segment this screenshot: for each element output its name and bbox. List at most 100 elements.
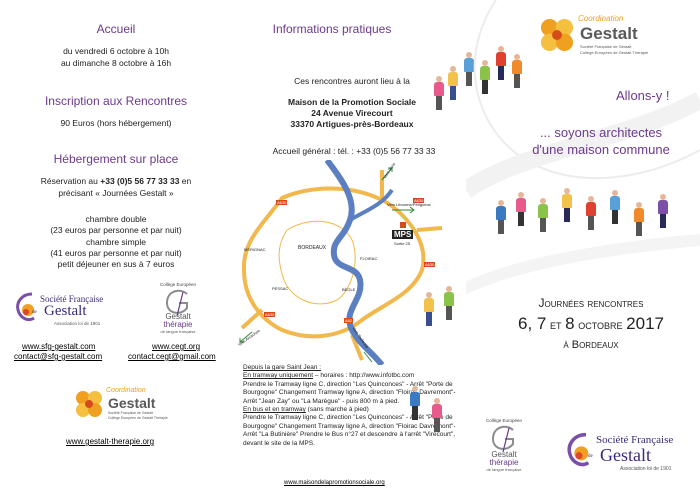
cegt-sub-right: de langue française [486, 467, 522, 472]
venue-intro: Ces rencontres auront lieu à la [294, 76, 410, 86]
dates-octobre: octobre [574, 317, 627, 332]
sfg-de: de [32, 310, 37, 315]
directions-bus-text: Prendre le Tramway ligne C, direction "L… [243, 414, 456, 447]
cegt-name1: Gestalt [165, 312, 191, 321]
highway-east [416, 226, 443, 232]
flower-icon [540, 18, 574, 52]
venue-phone: Accueil général : tél. : +33 (0)5 56 77 … [272, 146, 436, 156]
coord-name-left: Gestalt [108, 395, 156, 411]
venue-name: Maison de la Promotion Sociale [288, 97, 416, 107]
venue-street: 24 Avenue Virecourt [311, 108, 393, 118]
map-a630-2: A630 [413, 198, 425, 203]
allons-text: Allons-y ! [616, 88, 670, 103]
hebergement-heading: Hébergement sur place [53, 152, 179, 166]
bus-label-rest: (sans marche à pied) [305, 406, 369, 414]
map-a630-3: A630 [264, 312, 276, 317]
reservation-phone: +33 (0)5 56 77 33 33 [100, 176, 180, 186]
cegt-mail-link[interactable]: contact.cegt@gmail.com [128, 352, 216, 361]
cegt-sub: de langue française [160, 329, 196, 334]
sfg-swirl-icon [16, 292, 35, 322]
location-text: à Bordeaux [563, 339, 619, 351]
map-floirac: FLOIRAC [360, 256, 378, 261]
decor-swoosh [466, 0, 700, 295]
venue-city: 33370 Artigues-près-Bordeaux [290, 119, 414, 129]
mps-marker-icon [400, 222, 406, 228]
bordeaux-map [239, 160, 443, 365]
flower-icon [76, 391, 102, 417]
inscription-price: 90 Euros (hors hébergement) [60, 118, 172, 128]
dates-year: 2017 [626, 314, 664, 333]
sfg-assoc: Association loi de 1901 [54, 321, 101, 326]
dates-6-7: 6, 7 [518, 314, 547, 333]
coord-sub1-right: Société Française de Gestalt [580, 44, 632, 49]
map-a62: A62 [344, 318, 354, 323]
coord-name-right: Gestalt [580, 24, 638, 43]
coord-logo-right: Coordination Gestalt Société Française d… [536, 12, 656, 60]
map-mps-label: MPS [392, 230, 414, 239]
dates-line: 6, 7 et 8 octobre 2017 [486, 314, 696, 334]
sfg-swirl-icon [567, 432, 590, 467]
sfg-name1-right: Société Française [596, 434, 674, 446]
journees-text: Journées rencontres [538, 296, 644, 310]
cegt-top-right: Collège Européen [485, 418, 523, 423]
slogan-line2: d'une maison commune [532, 142, 670, 157]
room2-line2: (41 euros par personne et par nuit) [50, 248, 182, 258]
sfg-de-right: de [588, 454, 593, 459]
walkers-illustration-right [486, 180, 696, 270]
arrow-toulouse-icon [363, 351, 373, 363]
cegt-g-icon [165, 289, 188, 317]
coord-top-right: Coordination [578, 14, 624, 23]
cegt-name1-right: Gestalt [491, 450, 517, 459]
map-a630-4: A630 [424, 262, 436, 267]
sfg-name2-right: Gestalt [600, 445, 651, 465]
accueil-line2: au dimanche 8 octobre à 16h [60, 58, 172, 68]
highway-sw [240, 308, 264, 330]
slogan-line1: ... soyons architectes [539, 125, 663, 140]
directions-tram-text: Prendre le Tramway ligne C, direction "L… [243, 380, 456, 405]
cegt-site-link[interactable]: www.cegt.org [152, 342, 201, 351]
arrow-arcachon-icon [239, 331, 253, 343]
tram-label: En tramway uniquement [243, 372, 314, 380]
garonne-river [324, 160, 385, 365]
cegt-name2: thérapie [163, 320, 193, 329]
sfg-site-link[interactable]: www.sfg-gestalt.com [22, 342, 96, 351]
room2-line1: chambre simple [86, 237, 146, 247]
coord-top-left: Coordination [106, 387, 146, 394]
middle-panel: Informations pratiques Ces rencontres au… [232, 0, 522, 496]
arrow-libourne-icon [392, 206, 415, 214]
coord-sub1-left: Société Française de Gestalt [108, 411, 153, 415]
map-pessac: PESSAC [272, 286, 289, 291]
room1-line2: (23 euros par personne et par nuit) [50, 225, 182, 235]
directions-tram-label: En tramway uniquement – horaires : http:… [243, 372, 459, 380]
mps-site-link[interactable]: www.maisondelapromotionsociale.org [284, 480, 385, 486]
reservation-line2: précisant « Journées Gestalt » [58, 188, 174, 198]
accueil-heading: Accueil [96, 22, 136, 36]
map-vers-libourne: Vers Libourne/Périgueux [387, 202, 431, 207]
reservation-line1: Réservation au +33 (0)5 56 77 33 33 en [0, 176, 232, 187]
sfg-name2: Gestalt [44, 303, 87, 319]
sfg-assoc-right: Association loi de 1901 [620, 466, 672, 472]
cegt-g-icon [491, 425, 514, 453]
sfg-logo-right: Société Française de Gestalt Association… [564, 428, 694, 476]
accueil-line1: du vendredi 6 octobre à 10h [63, 46, 169, 56]
map-merignac: MÉRIGNAC [244, 247, 266, 252]
directions-block: Depuis la gare Saint Jean : En tramway u… [243, 364, 459, 448]
sfg-mail-link[interactable]: contact@sfg-gestalt.com [14, 352, 103, 361]
cegt-top: Collège Européen [159, 282, 197, 287]
gt-site-link[interactable]: www.gestalt-therapie.org [66, 437, 155, 446]
walkers-illustration-top [430, 32, 550, 122]
reservation-pre: Réservation au [40, 176, 101, 186]
cegt-name2-right: thérapie [489, 458, 519, 467]
inscription-heading: Inscription aux Rencontres [44, 94, 188, 108]
sfg-logo: Société Française de Gestalt Association… [14, 288, 114, 332]
map-sortie: Sortie 25 [394, 241, 411, 246]
map-bordeaux: BORDEAUX [298, 245, 327, 251]
highway-se [350, 334, 364, 361]
coord-logo-left: Coordination Gestalt Société Française d… [72, 385, 182, 423]
walkers-illustration-bottom [410, 286, 466, 466]
map-a630-1: A630 [276, 200, 288, 205]
cegt-logo: Collège Européen Gestalt thérapie de lan… [148, 282, 208, 336]
arrow-paris-icon [381, 167, 393, 181]
breakfast-line: petit déjeuner en sus à 7 euros [57, 259, 175, 269]
directions-bus-label: En bus et en tramway (sans marche à pied… [243, 406, 459, 414]
